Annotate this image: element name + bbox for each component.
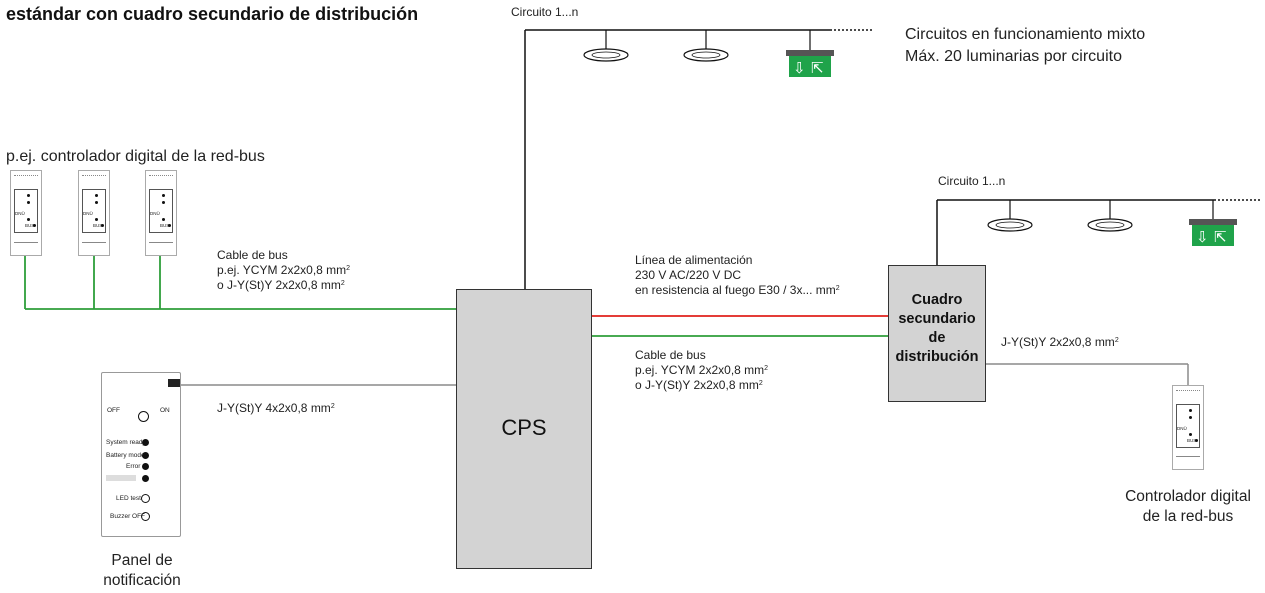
page-title: estándar con cuadro secundario de distri…: [6, 4, 419, 24]
power-line-label: Línea de alimentación 230 V AC/220 V DC …: [635, 253, 840, 297]
controller-device-2: DNÜ BUS: [78, 170, 110, 256]
svg-text:⇱: ⇱: [1214, 228, 1227, 246]
exit-sign-2: ⇩ ⇱: [1189, 219, 1237, 246]
panel-cable-label: J-Y(St)Y 4x2x0,8 mm2: [217, 401, 335, 415]
controller-device-right: DNÜ BUS: [1172, 385, 1204, 470]
panel-system-ready-label: System ready: [106, 439, 146, 446]
cps-label: CPS: [501, 415, 547, 440]
downlight-lamp-4: [1087, 218, 1133, 232]
brand-logo: [168, 379, 180, 387]
exit-sign-1: ⇩ ⇱: [786, 50, 834, 77]
panel-buzzer-off-label: Buzzer OFF: [110, 513, 146, 520]
controller-device-1: DNÜ BUS: [10, 170, 42, 256]
top-circuit-label: Circuito 1...n: [511, 5, 579, 19]
downlight-lamp-3: [987, 218, 1033, 232]
sub-circuit-label: Circuito 1...n: [938, 174, 1006, 188]
circuits-info-line1: Circuitos en funcionamiento mixto: [905, 26, 1146, 43]
led-test-button[interactable]: [141, 494, 150, 503]
bus-cable-right-label: Cable de bus p.ej. YCYM 2x2x0,8 mm2 o J-…: [635, 348, 769, 392]
panel-off-label: OFF: [107, 407, 120, 414]
svg-text:⇱: ⇱: [811, 59, 824, 77]
svg-text:⇩: ⇩: [1196, 228, 1209, 246]
panel-on-label: ON: [160, 407, 170, 414]
panel-caption: Panel de notificación: [103, 552, 181, 589]
buzzer-off-button[interactable]: [141, 512, 150, 521]
notification-panel: OFF ON System ready Battery mode Error L…: [101, 372, 181, 537]
controller-device-3: DNÜ BUS: [145, 170, 177, 256]
circuits-info-line2: Máx. 20 luminarias por circuito: [905, 48, 1122, 65]
panel-led-test-label: LED test: [116, 495, 141, 502]
battery-mode-led-icon: [142, 452, 149, 459]
bus-cable-left-label: Cable de bus p.ej. YCYM 2x2x0,8 mm2 o J-…: [217, 248, 351, 292]
controllers-label: p.ej. controlador digital de la red-bus: [6, 148, 265, 165]
sub-distribution-box: Cuadro secundario de distribución: [888, 265, 986, 402]
cps-unit: CPS: [456, 289, 592, 569]
sub-distribution-label: Cuadro secundario de distribución: [895, 292, 979, 365]
downlight-lamp-1: [583, 48, 629, 62]
svg-text:⇩: ⇩: [793, 59, 806, 77]
error-led-icon: [142, 463, 149, 470]
panel-error-label: Error: [126, 463, 141, 470]
power-switch-icon[interactable]: [138, 411, 149, 422]
system-ready-led-icon: [142, 439, 149, 446]
blank-led-icon: [142, 475, 149, 482]
blank-label-strip: [106, 475, 136, 481]
controller-right-caption: Controlador digital de la red-bus: [1125, 488, 1251, 525]
sub-cable-label: J-Y(St)Y 2x2x0,8 mm2: [1001, 335, 1119, 349]
panel-battery-mode-label: Battery mode: [106, 452, 145, 459]
downlight-lamp-2: [683, 48, 729, 62]
